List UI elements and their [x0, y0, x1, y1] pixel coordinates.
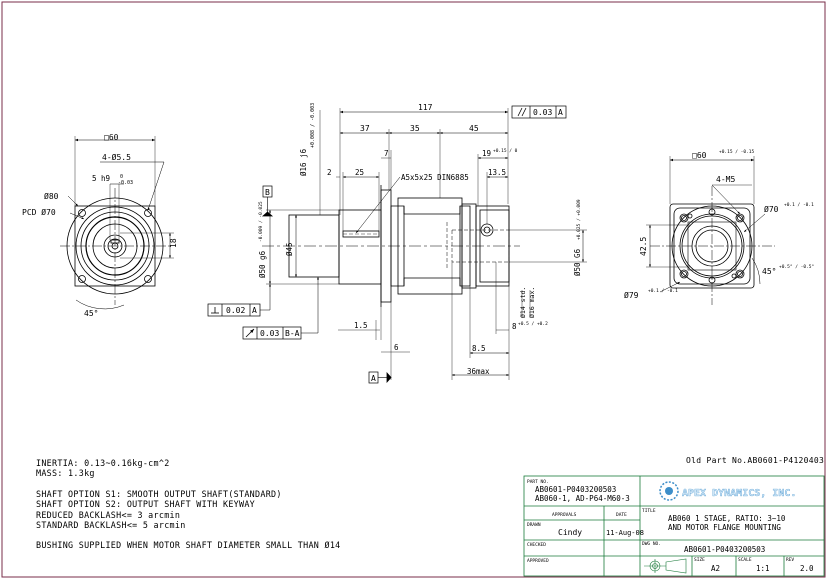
rear-view-labels: □60 +0.15 / -0.15 4-M5 Ø70 +0.1 / -0.1 4…: [624, 149, 815, 300]
general-notes: INERTIA: 0.13~0.16kg-cm^2 MASS: 1.3kg SH…: [36, 458, 341, 551]
motor-shaft-max-label: Ø16 max.: [528, 287, 536, 318]
len-max-label: 36max: [467, 367, 490, 376]
title-line-1: AB060 1 STAGE, RATIO: 3~10: [668, 514, 786, 523]
rear-od-tol-label: +0.1 / -0.1: [648, 288, 678, 294]
datum-b-label: B: [265, 188, 270, 197]
note-standard-backlash: STANDARD BACKLASH<= 5 arcmin: [36, 520, 186, 531]
checked-label: CHECKED: [527, 542, 546, 548]
note-mass: MASS: 1.3kg: [36, 468, 95, 479]
front-angle-label: 45°: [84, 309, 98, 318]
key-spec-label: A5x5x25 DIN6885: [401, 173, 469, 182]
dwg-no-label: DWG NO.: [642, 541, 661, 547]
size-label: SIZE: [694, 557, 705, 563]
front-view: [60, 136, 174, 310]
front-holes-label: 4-Ø5.5: [102, 152, 131, 162]
seg-45-label: 45: [469, 124, 479, 133]
part-no-1: AB0601-P0403200503: [535, 485, 616, 494]
seg-35-label: 35: [410, 124, 420, 133]
company-name: APEX DYNAMICS, INC.: [682, 488, 796, 499]
rear-pcd-label: Ø70: [764, 204, 779, 214]
dim-7-label: 7: [384, 149, 389, 158]
motor-shaft-std-label: Ø14 std.: [519, 287, 527, 318]
dim-8-tol-label: +0.5 / +0.2: [518, 321, 548, 327]
runout-tol-label: 0.03: [260, 329, 279, 338]
shaft-tol-label: +0.008 / -0.003: [310, 103, 316, 148]
drawn-by: Cindy: [558, 528, 582, 537]
part-no-2: AB060-1, AD-P64-M60-3: [535, 494, 630, 503]
runout-datum-label: B-A: [285, 329, 300, 338]
note-bushing: BUSHING SUPPLIED WHEN MOTOR SHAFT DIAMET…: [36, 540, 341, 551]
title-line-2: AND MOTOR FLANGE MOUNTING: [668, 523, 781, 532]
overall-length-label: 117: [418, 103, 433, 112]
perp-tol-label: 0.02: [226, 306, 245, 315]
dim-19-tol-label: +0.15 / 0: [493, 148, 518, 154]
front-key-label: 5 h9: [92, 174, 110, 183]
drawn-date: 11-Aug-08: [606, 529, 644, 537]
bore-tol-label: +0.025 / +0.009: [576, 199, 582, 240]
rear-view: [646, 156, 775, 305]
shaft-dia-label: Ø16 j6: [299, 148, 308, 176]
front-key-tol-lower: -0.03: [118, 180, 133, 186]
approved-label: APPROVED: [527, 558, 549, 564]
title-block: [523, 475, 825, 577]
rear-angle-tol-label: +0.5° / -0.5°: [779, 264, 815, 270]
bore-dia-label: Ø50 G6: [573, 248, 582, 276]
rear-angle-label: 45°: [762, 267, 776, 276]
dwg-no: AB0601-P0403200503: [684, 545, 765, 554]
front-od-label: Ø80: [44, 191, 59, 201]
front-view-labels: □60 4-Ø5.5 5 h9 0 -0.03 Ø80 PCD Ø70 18 4…: [22, 133, 178, 318]
rear-holes-label: 4-M5: [716, 175, 735, 184]
rear-pcd-tol-label: +0.1 / -0.1: [784, 202, 814, 208]
dim-6-label: 6: [394, 343, 399, 352]
note-reduced-backlash: REDUCED BACKLASH<= 3 arcmin: [36, 509, 181, 520]
dim-13-5-label: 13.5: [488, 168, 506, 177]
dim-2-label: 2: [327, 168, 332, 177]
dim-1-5-label: 1.5: [354, 321, 368, 330]
scale-value: 1:1: [756, 564, 770, 573]
projection-symbol-icon: [644, 558, 687, 574]
size-value: A2: [711, 564, 720, 573]
approvals-label: APPROVALS: [552, 512, 577, 518]
note-inertia: INERTIA: 0.13~0.16kg-cm^2: [36, 458, 170, 468]
front-pcd-label: PCD Ø70: [22, 207, 56, 217]
front-key-tol-upper: 0: [120, 174, 123, 180]
rev-label: REV: [786, 557, 794, 563]
body-dia-label: Ø45: [285, 242, 294, 256]
drawn-label: DRAWN: [527, 522, 541, 528]
dim-19-label: 19: [482, 149, 491, 158]
rear-square-label: □60: [692, 151, 707, 160]
dim-8-5-label: 8.5: [472, 344, 486, 353]
datum-a-label: A: [371, 374, 376, 383]
front-height-label: 18: [169, 238, 178, 248]
perp-datum-label: A: [252, 306, 257, 315]
parallel-datum-label: A: [558, 108, 563, 117]
pilot-dia-label: Ø50 g6: [258, 250, 267, 278]
date-label: DATE: [616, 512, 627, 518]
title-block-labels: PART NO. AB0601-P0403200503 AB060-1, AD-…: [527, 479, 814, 573]
parallel-tol-label: 0.03: [533, 108, 552, 117]
part-no-label: PART NO.: [527, 479, 549, 485]
dim-8-label: 8: [512, 322, 517, 331]
scale-label: SCALE: [738, 557, 752, 563]
side-view-labels: 117 37 35 45 0.03 A Ø16 j6 +0.008 / -0.0…: [226, 103, 582, 383]
note-option-s1: SHAFT OPTION S1: SMOOTH OUTPUT SHAFT(STA…: [36, 488, 282, 499]
rear-square-tol-label: +0.15 / -0.15: [719, 149, 755, 155]
title-label: TITLE: [642, 508, 656, 514]
rear-height-label: 42.5: [639, 237, 648, 256]
company-logo: APEX DYNAMICS, INC.: [659, 481, 797, 501]
pilot-tol-label: -0.009 / -0.025: [258, 201, 264, 242]
side-view: [207, 105, 587, 384]
front-square-label: □60: [104, 133, 119, 142]
rear-od-label: Ø79: [624, 290, 639, 300]
rev-value: 2.0: [800, 564, 814, 573]
dim-25-label: 25: [355, 168, 364, 177]
note-option-s2: SHAFT OPTION S2: OUTPUT SHAFT WITH KEYWA…: [36, 499, 256, 510]
seg-37-label: 37: [360, 124, 370, 133]
old-part-number: Old Part No.AB0601-P4120403: [686, 456, 825, 465]
